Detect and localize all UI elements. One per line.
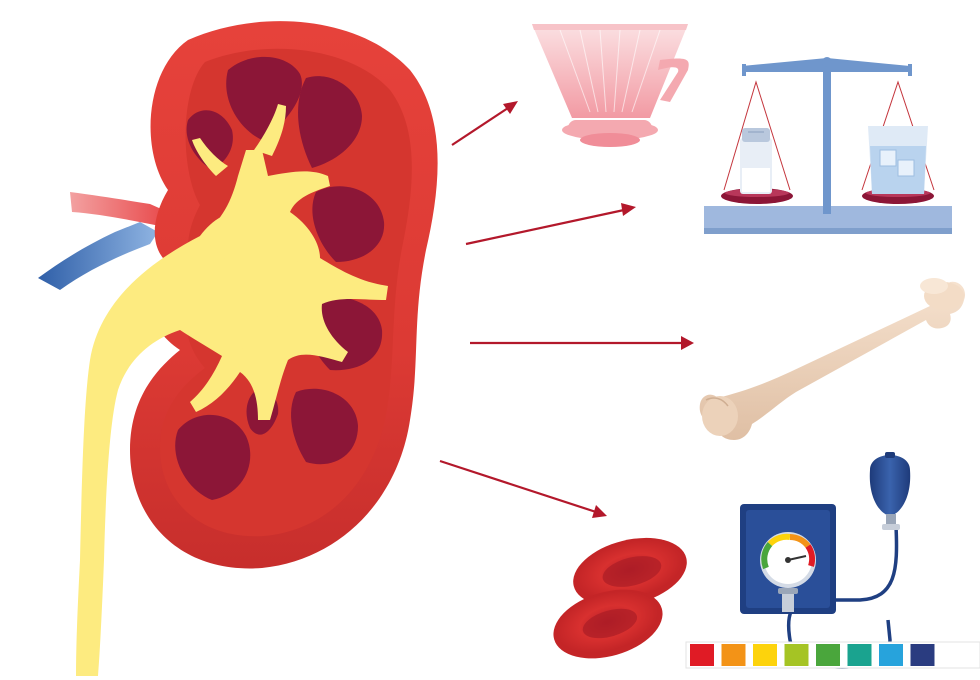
arrow-to-filter	[452, 101, 518, 145]
ph-swatch	[848, 644, 872, 666]
ph-swatch	[879, 644, 903, 666]
bone-icon	[700, 278, 965, 440]
ph-swatch	[816, 644, 840, 666]
ph-swatch	[785, 644, 809, 666]
ph-swatch	[722, 644, 746, 666]
renal-artery	[70, 192, 168, 226]
arrow-to-scale	[466, 203, 636, 244]
left-pan	[721, 82, 793, 204]
right-pan	[862, 82, 934, 204]
ph-strip-icon	[686, 642, 980, 668]
pump-bulb-icon	[870, 452, 910, 530]
red-blood-cells-icon	[545, 527, 694, 670]
arrow-to-blood	[440, 461, 607, 518]
water-glass-icon	[868, 126, 928, 194]
coffee-filter-icon	[532, 24, 689, 147]
ph-swatch	[690, 644, 714, 666]
function-arrows	[440, 101, 694, 518]
salt-shaker-icon	[740, 128, 772, 194]
ph-swatch	[753, 644, 777, 666]
kidney-icon	[38, 21, 438, 676]
arrow-to-bone	[470, 336, 694, 350]
ph-swatch	[911, 644, 935, 666]
blood-pressure-monitor-icon	[740, 452, 910, 667]
balance-scale-icon	[704, 57, 952, 234]
